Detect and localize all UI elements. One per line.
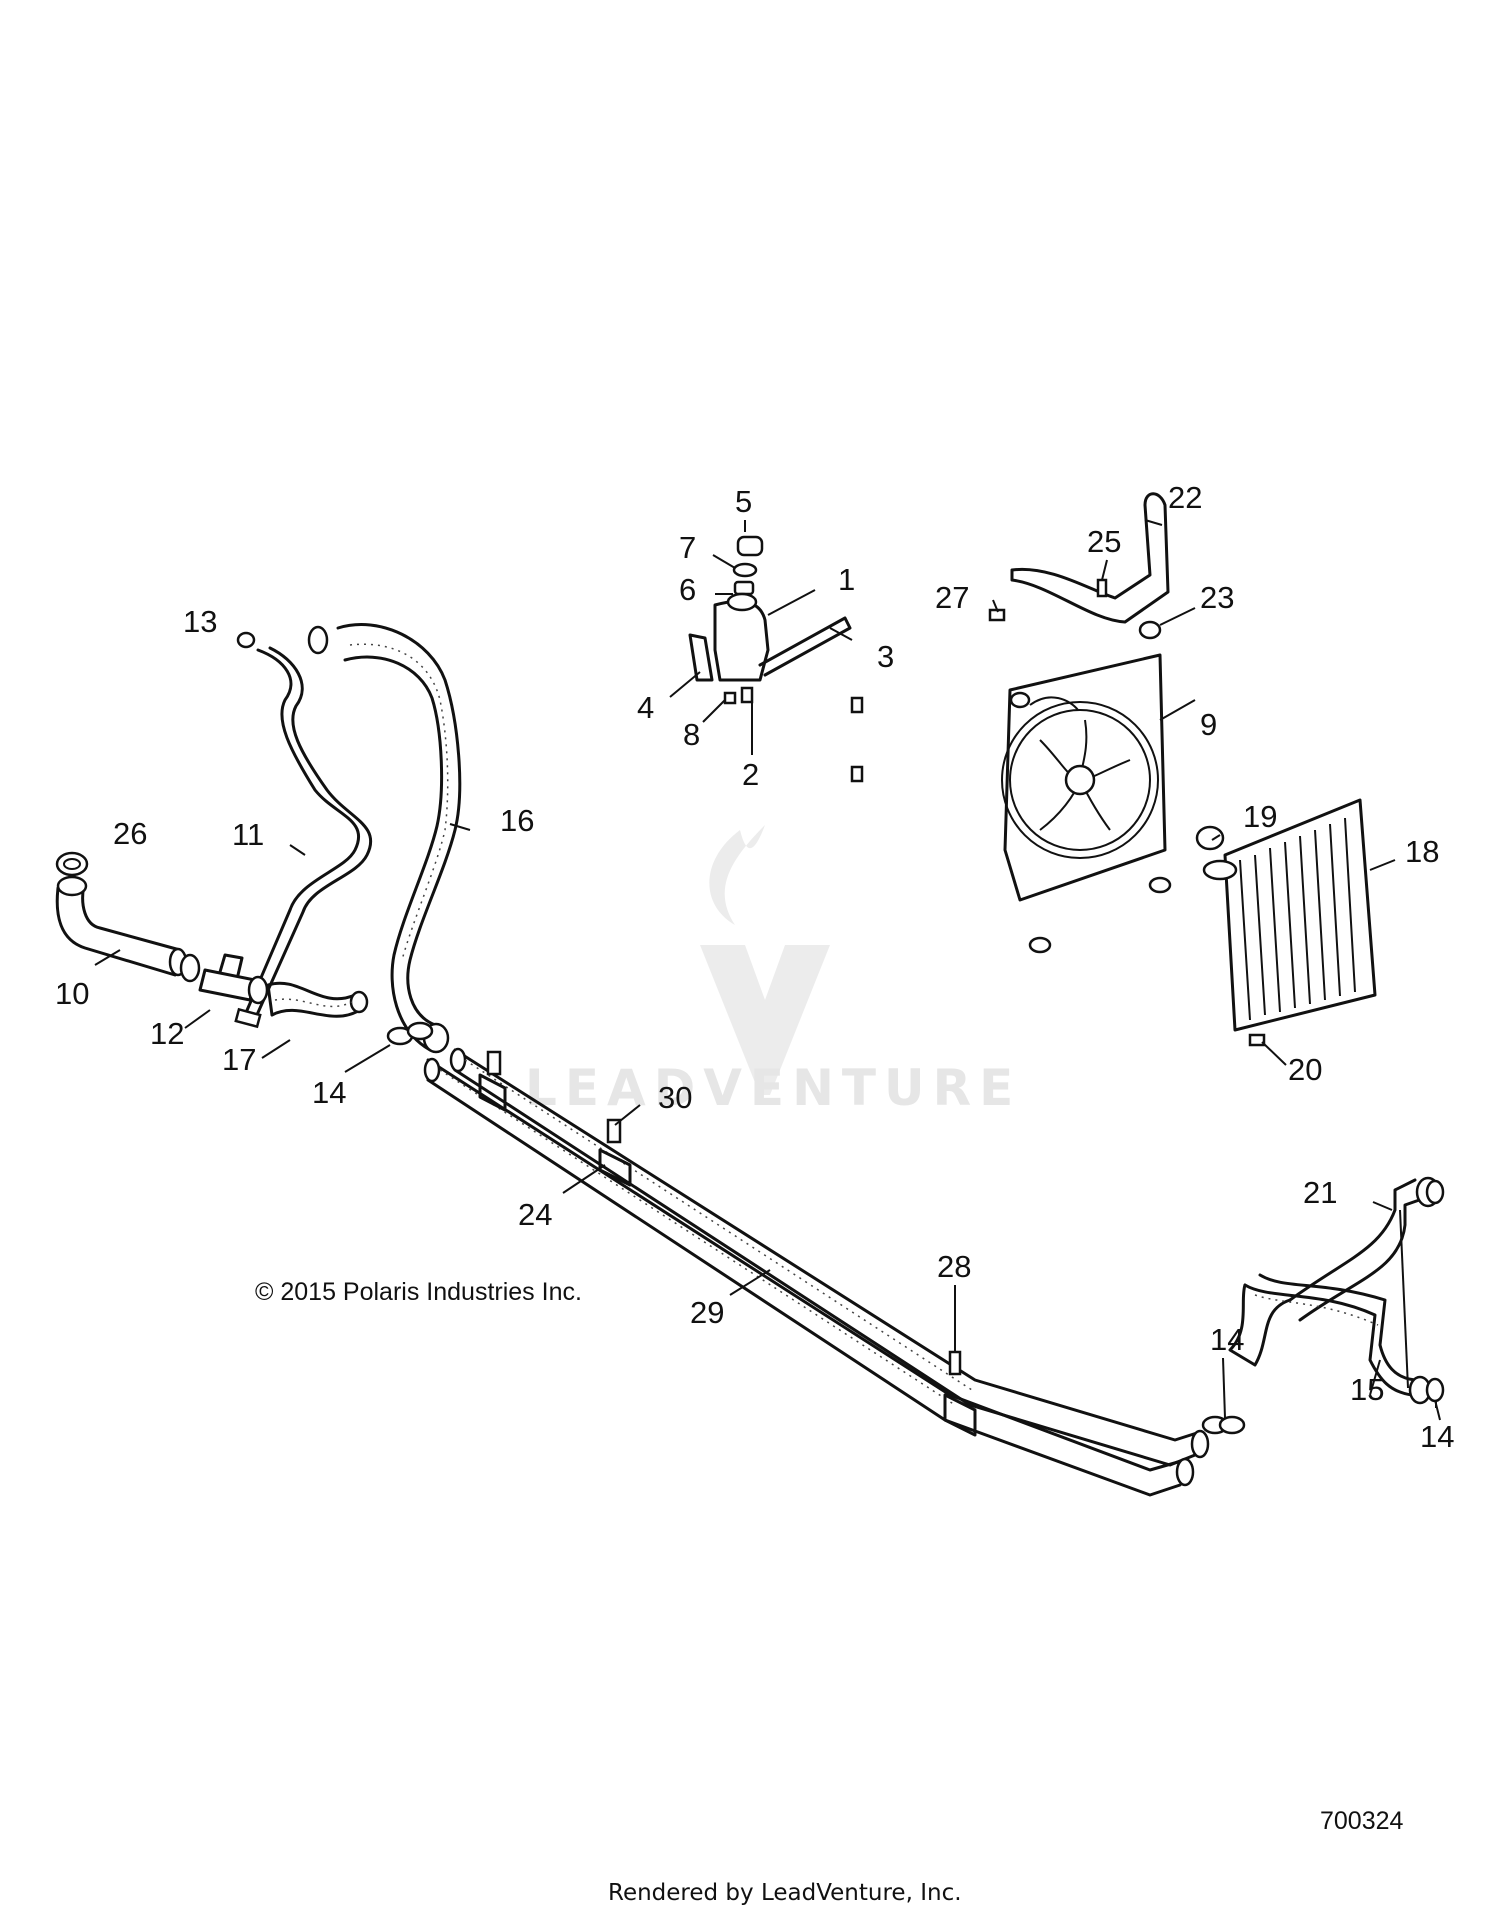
part-16-hose: [336, 623, 462, 1054]
callout-10: 10: [55, 976, 89, 1011]
part-14-clamps-left: [386, 1021, 434, 1046]
callout-25: 25: [1087, 524, 1121, 559]
part-14-clamps-right: [1201, 1179, 1445, 1435]
callout-9: 9: [1200, 707, 1217, 742]
callout-4: 4: [637, 690, 654, 725]
callout-16: 16: [500, 803, 534, 838]
callout-12: 12: [150, 1016, 184, 1051]
callout-17: 17: [222, 1042, 256, 1077]
callout-7: 7: [679, 530, 696, 565]
callout-11: 11: [232, 817, 264, 852]
watermark-text: LEADVENTURE: [525, 1059, 1021, 1117]
part-17-hose: [266, 981, 369, 1018]
part-12-tee: [179, 953, 269, 1005]
part-22-bracket: [988, 492, 1170, 640]
callout-15: 15: [1350, 1372, 1384, 1407]
callout-29: 29: [690, 1295, 724, 1330]
part-30-bolts: [486, 1050, 962, 1376]
part-24-brackets: [478, 1073, 977, 1437]
callout-27: 27: [935, 580, 969, 615]
callout-labels: 1 2 3 4 5 6 7 8 9 10 11 12 13 14 15 16 1…: [55, 480, 1454, 1454]
render-footer: Rendered by LeadVenture, Inc.: [608, 1880, 962, 1906]
callout-23: 23: [1200, 580, 1234, 615]
part-29-pipes: [423, 1047, 1210, 1497]
callout-24: 24: [518, 1197, 552, 1232]
callout-14: 14: [312, 1075, 346, 1110]
callout-14-right-top: 14: [1210, 1322, 1244, 1357]
callout-30: 30: [658, 1080, 692, 1115]
callout-20: 20: [1288, 1052, 1322, 1087]
part-18-radiator: [1195, 798, 1377, 1047]
callout-19: 19: [1243, 799, 1277, 834]
watermark-logo: LEADVENTURE: [525, 825, 1021, 1117]
callout-8: 8: [683, 717, 700, 752]
part-16-clamp: [307, 625, 329, 655]
part-1-reservoir: [688, 535, 864, 783]
part-10-hose: [55, 875, 188, 977]
callout-21: 21: [1303, 1175, 1337, 1210]
callout-5: 5: [735, 484, 752, 519]
callout-13: 13: [183, 604, 217, 639]
callout-6: 6: [679, 572, 696, 607]
leader-lines: [94, 519, 1441, 1421]
part-9-fan: [1001, 653, 1172, 954]
callout-1: 1: [838, 562, 855, 597]
copyright-notice: © 2015 Polaris Industries Inc.: [255, 1278, 582, 1306]
callout-3: 3: [877, 639, 894, 674]
part-13-clamp: [236, 631, 256, 649]
callout-2: 2: [742, 757, 759, 792]
callout-18: 18: [1405, 834, 1439, 869]
callout-28: 28: [937, 1249, 971, 1284]
callout-22: 22: [1168, 480, 1202, 515]
callout-26: 26: [113, 816, 147, 851]
diagram-reference-number: 700324: [1320, 1807, 1404, 1835]
callout-14-right-bottom: 14: [1420, 1419, 1454, 1454]
part-26-clamp: [55, 851, 89, 877]
part-11-hose: [234, 646, 373, 1029]
